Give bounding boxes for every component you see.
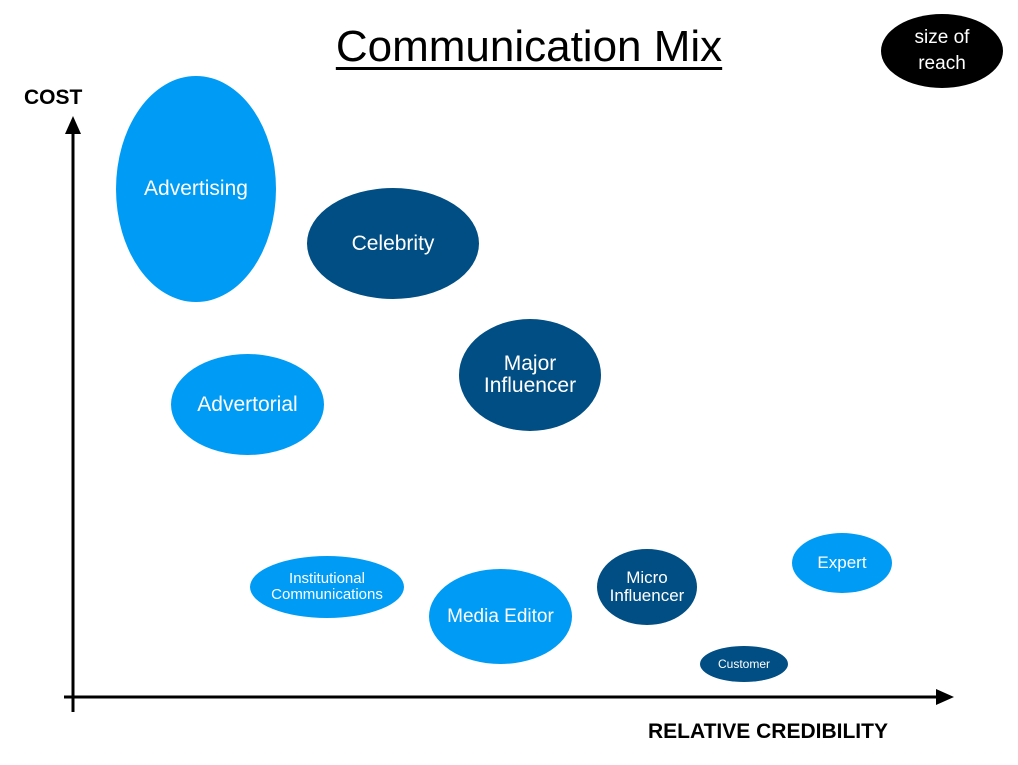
bubble-advertorial: Advertorial bbox=[171, 354, 324, 455]
bubble-label: Expert bbox=[817, 553, 867, 572]
legend-line-2: reach bbox=[918, 53, 966, 74]
bubble-label: Major Influencer bbox=[483, 352, 577, 397]
y-axis-label: COST bbox=[24, 86, 83, 109]
legend-line-1: size of bbox=[914, 27, 970, 48]
bubble-expert: Expert bbox=[792, 533, 892, 593]
bubble-media-editor: Media Editor bbox=[429, 569, 572, 664]
bubble-label: Micro Influencer bbox=[609, 568, 685, 605]
bubble-celebrity: Celebrity bbox=[307, 188, 479, 299]
bubble-label: Institutional Communications bbox=[271, 570, 383, 603]
bubble-major-influencer: Major Influencer bbox=[459, 319, 601, 431]
legend-size-of-reach: size of reach bbox=[881, 14, 1003, 88]
bubble-micro-influencer: Micro Influencer bbox=[597, 549, 697, 625]
y-axis-arrow bbox=[65, 116, 81, 134]
bubble-advertising: Advertising bbox=[116, 76, 276, 302]
bubble-label: Celebrity bbox=[351, 231, 435, 255]
chart-title: Communication Mix bbox=[335, 22, 723, 71]
bubble-label: Advertorial bbox=[197, 392, 298, 416]
bubble-customer: Customer bbox=[700, 646, 788, 682]
x-axis-arrow bbox=[936, 689, 954, 705]
x-axis-label: RELATIVE CREDIBILITY bbox=[648, 720, 888, 743]
bubble-institutional-communications: Institutional Communications bbox=[250, 556, 404, 618]
bubble-label: Customer bbox=[717, 656, 770, 671]
bubble-label: Media Editor bbox=[447, 605, 554, 627]
bubble-label: Advertising bbox=[144, 177, 248, 200]
